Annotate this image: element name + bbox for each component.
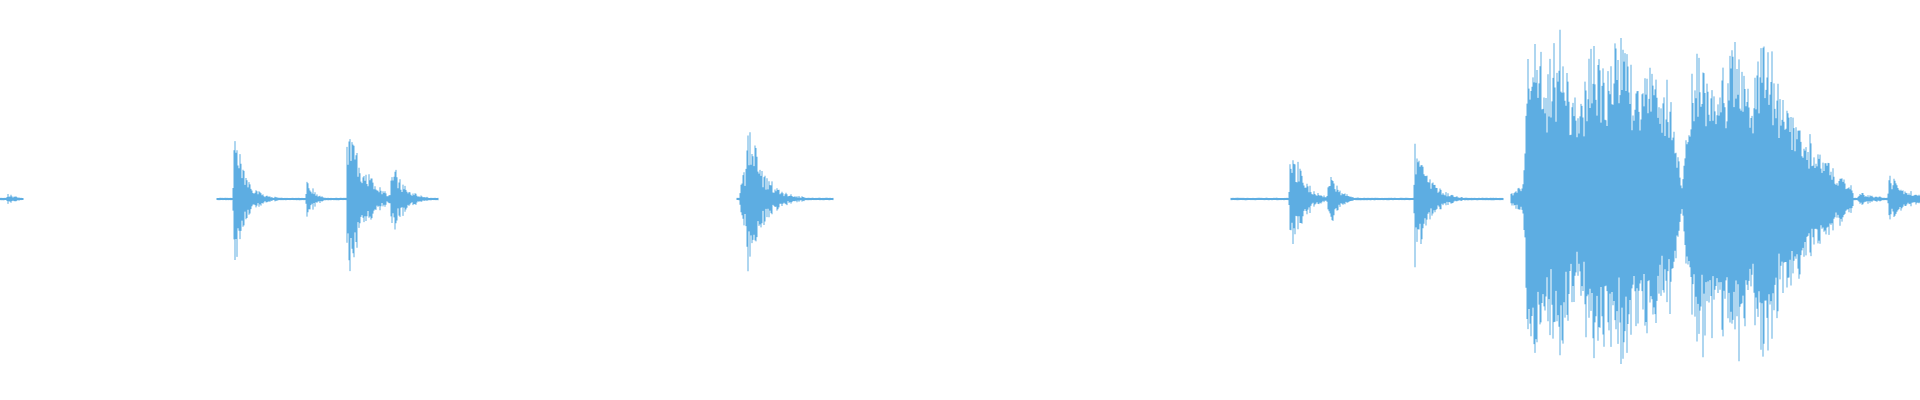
waveform-path — [0, 29, 1920, 364]
waveform-samples — [0, 29, 1920, 364]
